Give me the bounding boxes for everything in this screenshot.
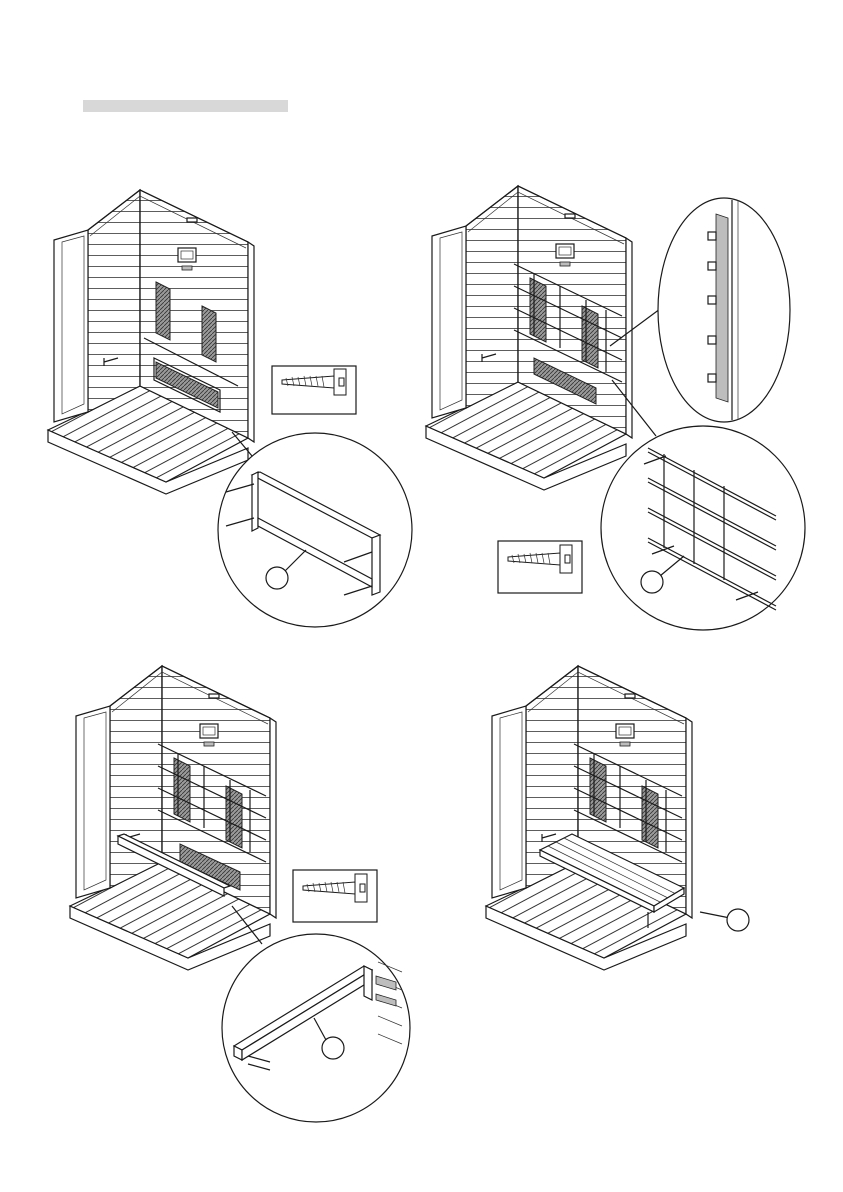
step-3-callout	[322, 1037, 344, 1059]
step-1-cabin	[48, 190, 254, 494]
step-4-group	[486, 666, 749, 970]
step-2-detail-circle	[601, 426, 805, 630]
step-3-cabin	[70, 666, 276, 970]
step-2-callout	[641, 571, 663, 593]
step-2-group	[426, 186, 805, 630]
step-2-screw-box	[498, 541, 582, 593]
step-1-group	[48, 190, 412, 627]
step-3-screw-box	[293, 870, 377, 922]
step-1-detail-circle	[218, 433, 412, 627]
step-2-cabin	[426, 186, 632, 490]
step-1-screw-box	[272, 366, 356, 414]
step-3-detail-circle	[222, 934, 410, 1122]
step-1-callout	[266, 567, 288, 589]
wall-heater-right	[202, 306, 216, 362]
step-4-callout	[727, 909, 749, 931]
step-3-group	[70, 666, 410, 1122]
step-4-cabin	[486, 666, 692, 970]
wall-heater-left	[156, 282, 170, 340]
